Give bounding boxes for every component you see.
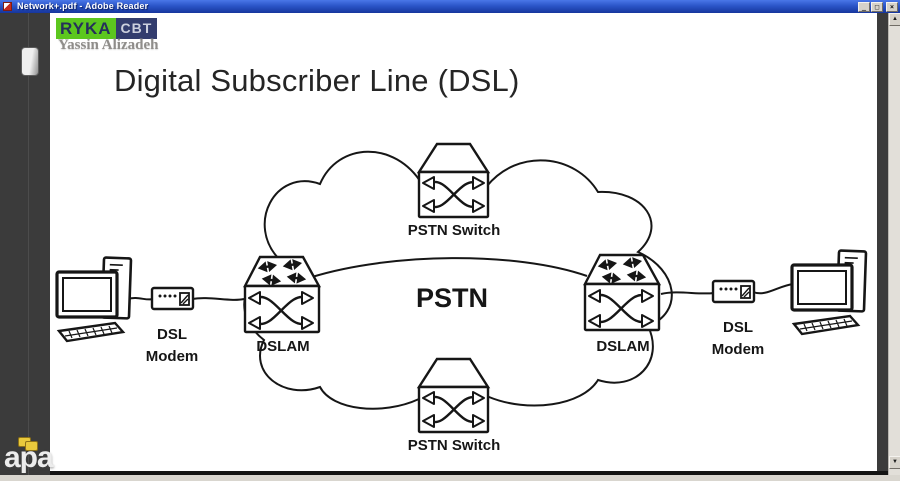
left-dslam-icon xyxy=(245,257,319,332)
pstn-cloud-inner-arc xyxy=(311,257,588,278)
window-controls: _ □ × xyxy=(858,2,898,12)
bottom-pstn-switch-label: PSTN Switch xyxy=(408,437,501,454)
left-dsl-modem-icon xyxy=(150,286,195,311)
close-button[interactable]: × xyxy=(886,2,898,12)
top-pstn-switch-icon xyxy=(419,144,488,217)
slide-title: Digital Subscriber Line (DSL) xyxy=(114,63,520,98)
sidebar-divider xyxy=(28,13,29,475)
ryka-cbt-logo: RYKA CBT xyxy=(56,18,158,39)
author-name: Yassin Alizadeh xyxy=(58,37,159,53)
adobe-reader-icon[interactable] xyxy=(3,2,12,11)
right-modem-label-line1: DSL xyxy=(723,319,753,336)
left-modem-label-line2: Modem xyxy=(146,348,199,365)
left-computer-icon xyxy=(55,255,133,343)
left-dslam-label: DSLAM xyxy=(256,338,309,355)
window-title: Network+.pdf - Adobe Reader xyxy=(17,1,149,11)
right-dslam-icon xyxy=(585,255,659,330)
page-background-strip xyxy=(877,13,888,475)
title-bar: Network+.pdf - Adobe Reader _ □ × xyxy=(0,0,900,13)
page-bottom-border xyxy=(50,471,888,475)
logo-secondary: CBT xyxy=(115,18,158,39)
vertical-scrollbar[interactable]: ▲ ▼ xyxy=(888,13,900,475)
aparat-watermark: apa xyxy=(4,441,54,474)
sticky-note-icon-part xyxy=(25,441,38,451)
right-dslam-label: DSLAM xyxy=(596,338,649,355)
navigation-sidebar xyxy=(0,13,50,475)
left-modem-label-line1: DSL xyxy=(157,326,187,343)
right-dsl-modem-icon xyxy=(711,279,756,304)
window-bottom-strip xyxy=(0,475,900,481)
pstn-label: PSTN xyxy=(416,283,488,313)
scroll-down-icon[interactable]: ▼ xyxy=(889,456,900,469)
bottom-pstn-switch-icon xyxy=(419,359,488,432)
top-pstn-switch-label: PSTN Switch xyxy=(408,222,501,239)
scroll-up-icon[interactable]: ▲ xyxy=(889,13,900,26)
page-thumbnails-icon[interactable] xyxy=(21,47,39,76)
right-computer-icon xyxy=(790,248,868,336)
sticky-note-icon[interactable] xyxy=(18,437,42,453)
dsl-network-diagram: PSTN PSTN Switch PSTN Switch DSLAM DSLAM… xyxy=(55,110,868,454)
logo-primary: RYKA xyxy=(56,18,116,39)
minimize-button[interactable]: _ xyxy=(858,2,870,12)
right-modem-label-line2: Modem xyxy=(712,341,765,358)
restore-button[interactable]: □ xyxy=(871,2,883,12)
